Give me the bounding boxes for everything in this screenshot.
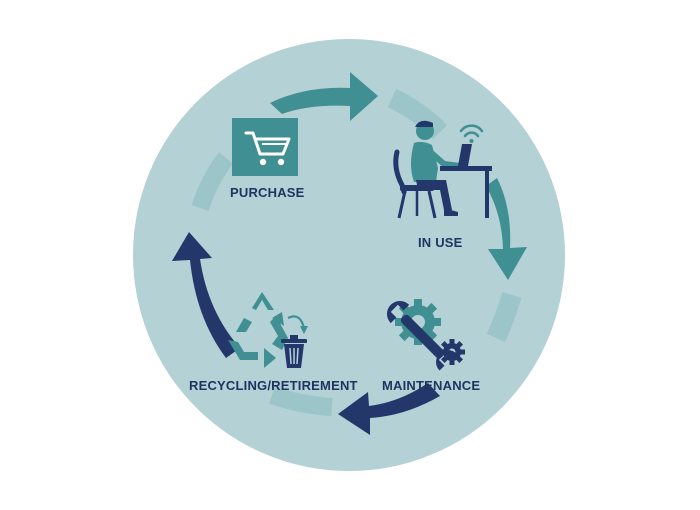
stage-label-purchase: PURCHASE <box>230 185 305 200</box>
recycle-trash-icon <box>228 292 308 368</box>
stage-label-in-use: IN USE <box>418 235 463 250</box>
arrow-left <box>172 232 240 358</box>
arrow-top-faded <box>387 88 448 140</box>
arrow-right <box>486 178 527 280</box>
arrow-left-faded <box>191 152 234 211</box>
arrow-bottom-faded <box>268 386 333 416</box>
arrow-right-faded <box>486 292 522 343</box>
arrow-bottom <box>338 383 440 435</box>
stage-label-maintenance: MAINTENANCE <box>382 378 481 393</box>
arrow-top <box>270 72 378 121</box>
shopping-cart-icon <box>232 118 298 176</box>
stage-label-recycling: RECYCLING/RETIREMENT <box>189 378 358 393</box>
person-at-laptop-icon <box>393 120 492 219</box>
